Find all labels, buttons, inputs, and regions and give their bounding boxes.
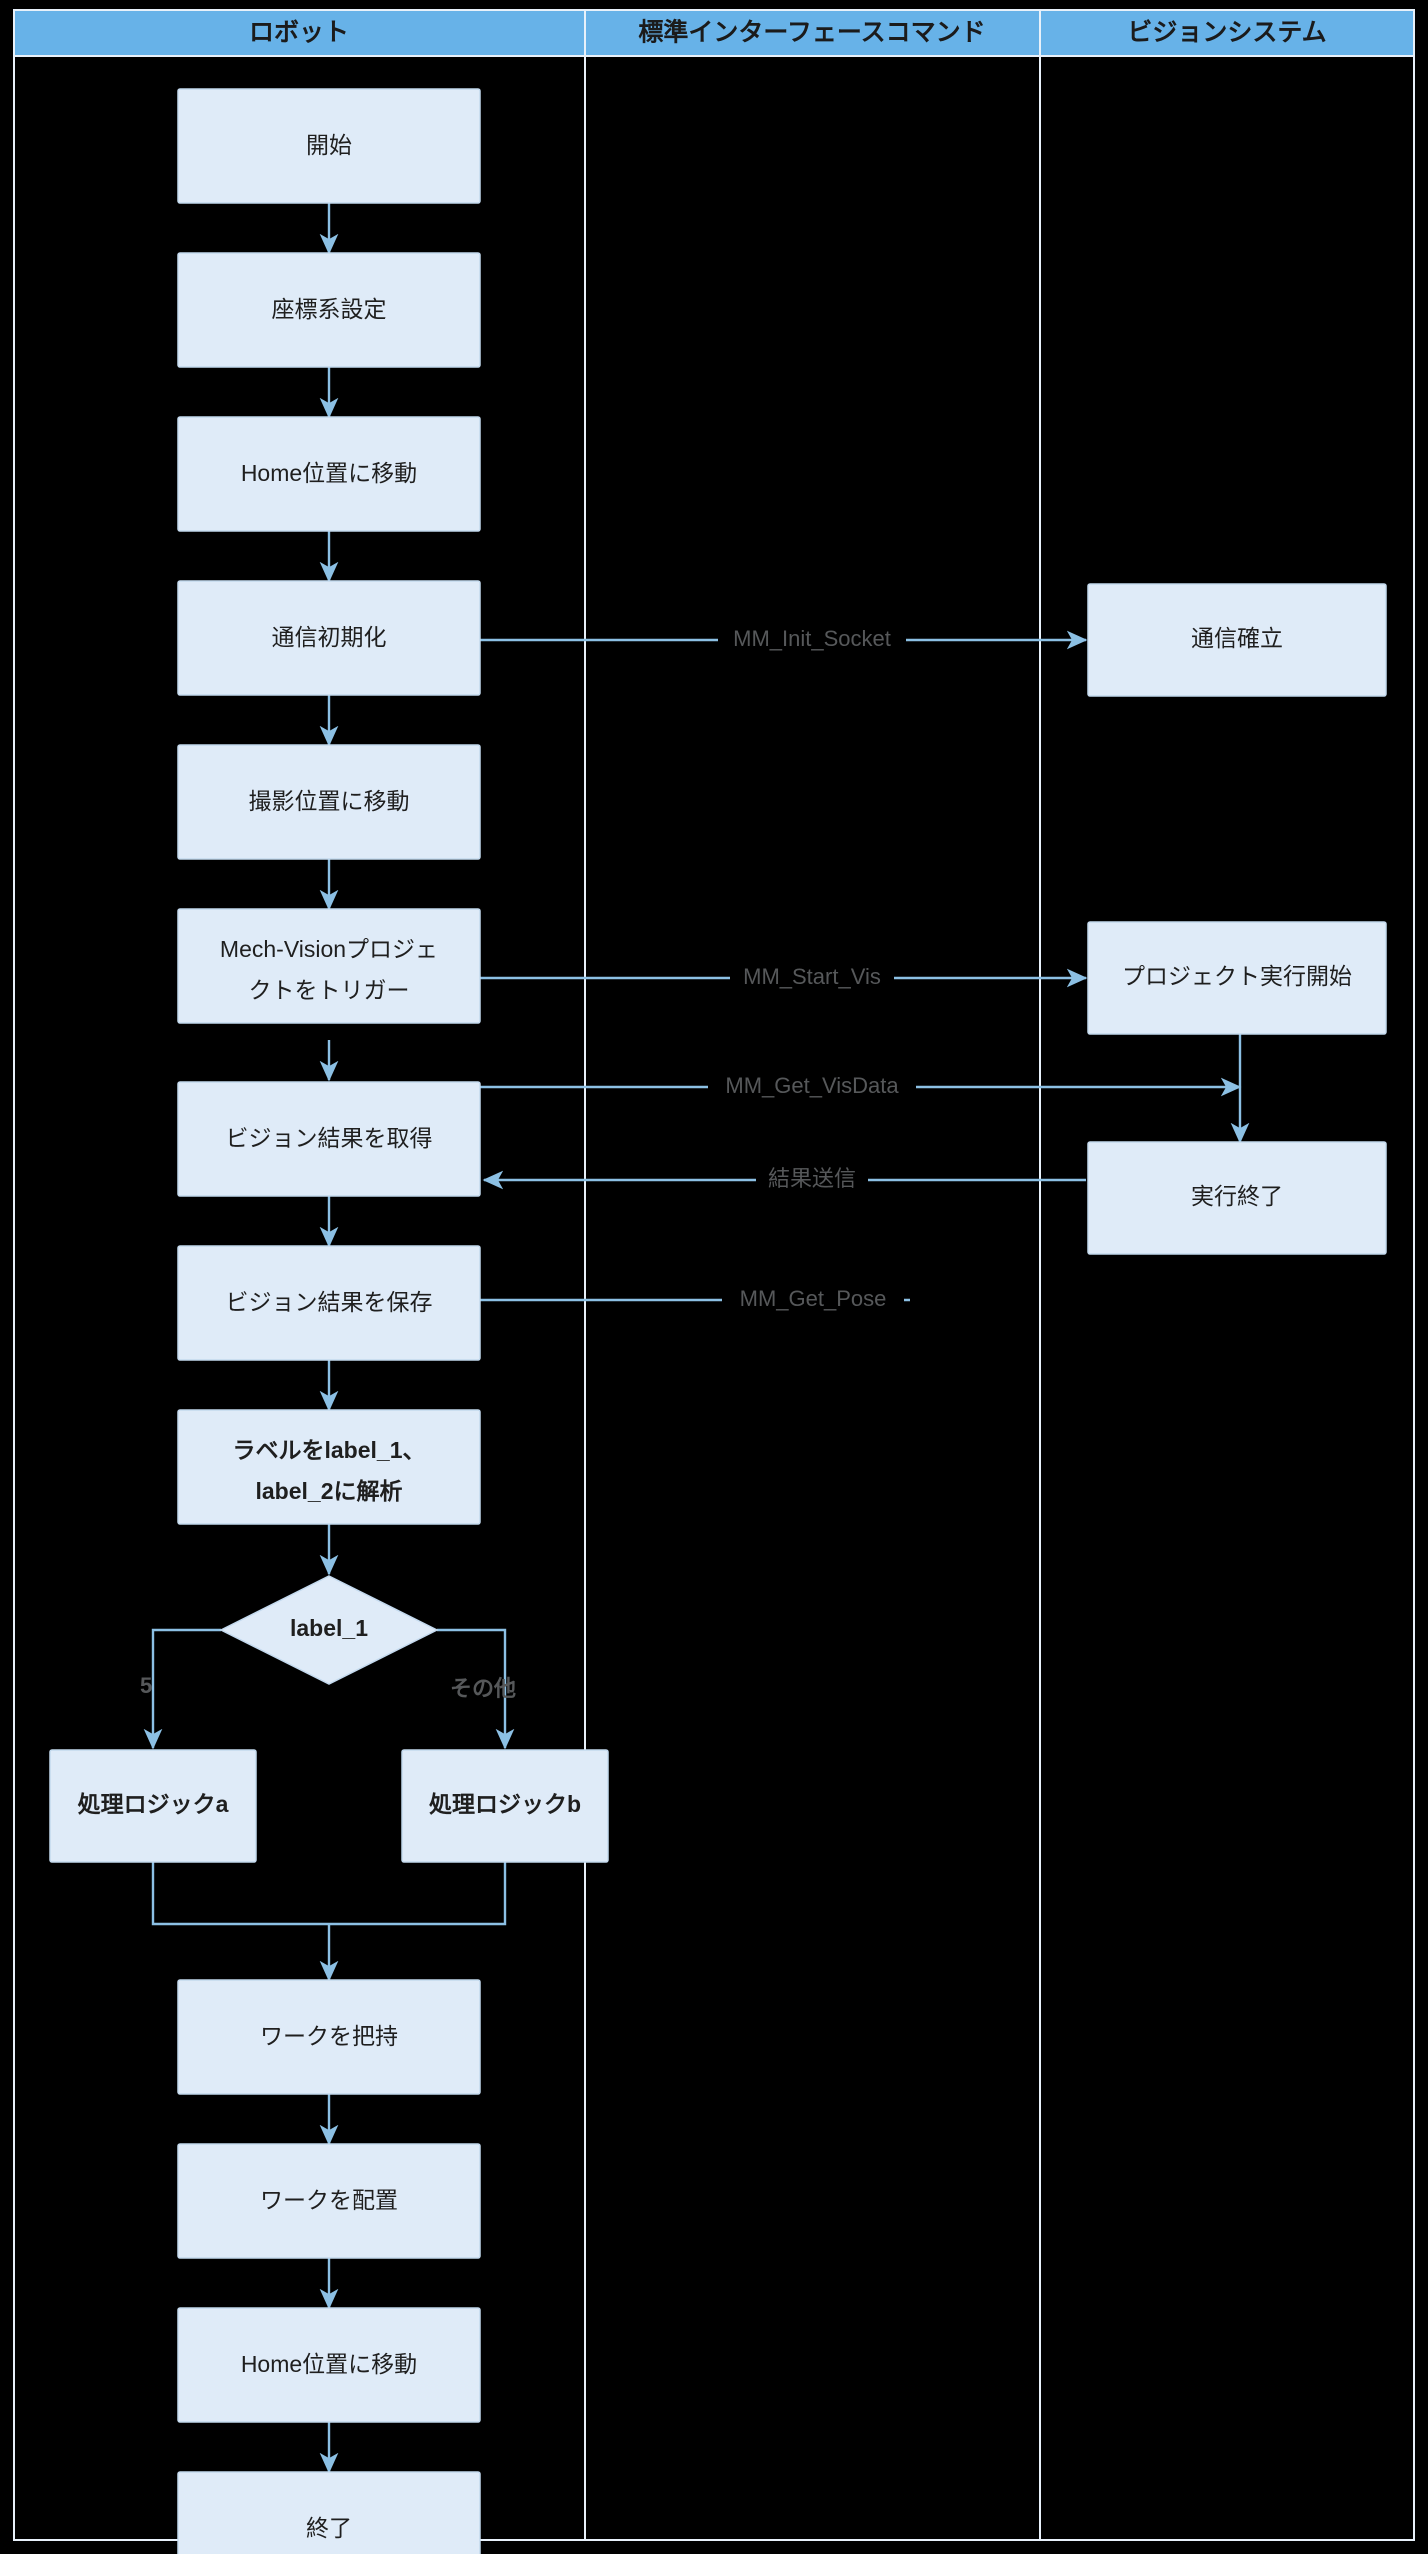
node-get-vision-result-label: ビジョン結果を取得 (226, 1125, 433, 1151)
edge-label-branch-other: その他 (450, 1676, 516, 1701)
node-move-home-2-label: Home位置に移動 (241, 2351, 417, 2377)
lane-header-label-robot: ロボット (249, 19, 349, 47)
node-move-home-1[interactable]: Home位置に移動 (177, 416, 481, 532)
node-project-end[interactable]: 実行終了 (1087, 1141, 1387, 1255)
node-project-start[interactable]: プロジェクト実行開始 (1087, 921, 1387, 1035)
node-end-label: 終了 (306, 2515, 352, 2541)
node-logic-a-label: 処理ロジックa (78, 1791, 229, 1817)
node-save-vision-result-label: ビジョン結果を保存 (226, 1289, 433, 1315)
node-end[interactable]: 終了 (177, 2471, 481, 2554)
edge-label-init-socket-text: MM_Init_Socket (733, 626, 891, 651)
node-coord-setup-label: 座標系設定 (272, 296, 387, 322)
edge-label-send-result: 結果送信 (756, 1164, 868, 1196)
node-move-capture-pos-label: 撮影位置に移動 (249, 788, 410, 814)
lane-header-label-vision: ビジョンシステム (1127, 19, 1326, 47)
edge-label-send-result-text: 結果送信 (768, 1166, 856, 1191)
node-logic-b-label: 処理ロジックb (429, 1791, 581, 1817)
lane-header-robot: ロボット (13, 9, 586, 57)
node-trigger-mech-vision-label-line1: Mech-Visionプロジェ (220, 936, 438, 962)
edge-label-get-visdata-text: MM_Get_VisData (725, 1073, 899, 1098)
node-coord-setup[interactable]: 座標系設定 (177, 252, 481, 368)
node-project-start-label: プロジェクト実行開始 (1122, 963, 1352, 989)
lane-body-outline (13, 55, 1415, 2541)
edge-label-get-visdata: MM_Get_VisData (708, 1071, 916, 1103)
edge-logic-a-to-merge (151, 1862, 329, 1926)
node-move-capture-pos[interactable]: 撮影位置に移動 (177, 744, 481, 860)
edge-label-branch-5-text: 5 (140, 1673, 152, 1698)
lane-header-vision: ビジョンシステム (1039, 9, 1415, 57)
node-get-vision-result[interactable]: ビジョン結果を取得 (177, 1081, 481, 1197)
edge-label-branch-5: 5 (140, 1673, 152, 1698)
node-logic-b[interactable]: 処理ロジックb (401, 1749, 609, 1863)
node-decision-label1-label: label_1 (290, 1615, 368, 1641)
edge-decision-to-logic-b (437, 1628, 515, 1750)
node-comm-init[interactable]: 通信初期化 (177, 580, 481, 696)
node-trigger-mech-vision-label-line2: クトをトリガー (249, 977, 410, 1003)
node-parse-labels[interactable]: ラベルをlabel_1、 label_2に解析 (177, 1409, 481, 1525)
edge-label-get-pose: MM_Get_Pose (722, 1284, 904, 1316)
node-comm-init-label: 通信初期化 (272, 624, 387, 650)
node-save-vision-result[interactable]: ビジョン結果を保存 (177, 1245, 481, 1361)
edge-label-start-vis: MM_Start_Vis (730, 962, 894, 994)
node-parse-labels-label-line2: label_2に解析 (256, 1478, 403, 1504)
edge-label-get-pose-text: MM_Get_Pose (740, 1286, 887, 1311)
node-comm-established-label: 通信確立 (1191, 625, 1283, 651)
lane-header-interface: 標準インターフェースコマンド (584, 9, 1041, 57)
node-start-label: 開始 (306, 132, 352, 158)
edge-logic-b-to-merge (329, 1862, 507, 1926)
node-pick-workpiece-label: ワークを把持 (260, 2023, 398, 2049)
node-project-end-label: 実行終了 (1191, 1183, 1283, 1209)
edge-label-branch-other-text: その他 (450, 1676, 516, 1701)
node-place-workpiece[interactable]: ワークを配置 (177, 2143, 481, 2259)
lane-header-label-interface: 標準インターフェースコマンド (638, 18, 985, 47)
node-decision-label1[interactable]: label_1 (219, 1575, 439, 1685)
node-logic-a[interactable]: 処理ロジックa (49, 1749, 257, 1863)
node-move-home-2[interactable]: Home位置に移動 (177, 2307, 481, 2423)
node-comm-established[interactable]: 通信確立 (1087, 583, 1387, 697)
node-move-home-1-label: Home位置に移動 (241, 460, 417, 486)
node-place-workpiece-label: ワークを配置 (260, 2187, 398, 2213)
edge-decision-to-logic-a (143, 1628, 221, 1750)
node-parse-labels-label-line1: ラベルをlabel_1、 (233, 1437, 426, 1463)
node-start[interactable]: 開始 (177, 88, 481, 204)
node-trigger-mech-vision[interactable]: Mech-Visionプロジェ クトをトリガー (177, 908, 481, 1024)
edge-label-init-socket: MM_Init_Socket (718, 624, 906, 656)
edge-label-start-vis-text: MM_Start_Vis (743, 964, 881, 989)
node-pick-workpiece[interactable]: ワークを把持 (177, 1979, 481, 2095)
